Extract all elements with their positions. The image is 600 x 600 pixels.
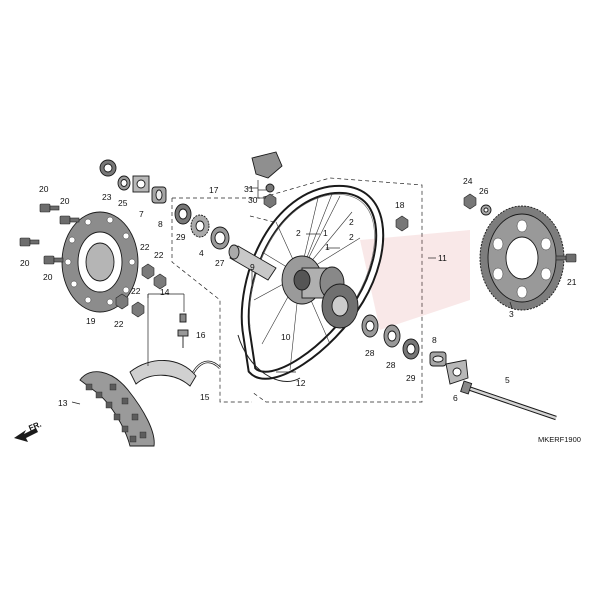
callout-27: 27 [215, 258, 225, 268]
callout-25: 25 [118, 198, 128, 208]
callout-22a: 22 [140, 242, 150, 252]
bearing-23-part [99, 159, 117, 177]
callout-22b: 22 [154, 250, 164, 260]
callout-1b: 1 [325, 242, 330, 252]
callout-2c: 2 [349, 232, 354, 242]
callout-11: 11 [438, 253, 447, 263]
callout-7: 7 [139, 209, 144, 219]
bearing-28-upper-part [361, 314, 379, 338]
hub-sprocket-flange [321, 283, 359, 329]
rim-part [240, 184, 385, 380]
callout-19: 19 [86, 316, 96, 326]
callout-29a: 29 [176, 232, 186, 242]
callout-16: 16 [196, 330, 206, 340]
collar-8-left-part [151, 186, 167, 204]
sprocket-part [479, 205, 565, 311]
callout-28b: 28 [386, 360, 396, 370]
bracket-17-part [251, 151, 283, 209]
callout-23: 23 [102, 192, 112, 202]
callout-10: 10 [281, 332, 291, 342]
watermark-wing [360, 230, 470, 330]
tube-14-part [129, 360, 197, 387]
washer-26-part [480, 204, 492, 216]
bolt-20-group [19, 203, 80, 265]
callout-24: 24 [463, 176, 473, 186]
callout-8b: 8 [432, 335, 437, 345]
callout-1a: 1 [323, 228, 328, 238]
bolt-21-part [555, 253, 577, 263]
callout-20d: 20 [43, 272, 53, 282]
callout-17: 17 [209, 185, 219, 195]
callout-30: 30 [248, 195, 258, 205]
callout-12: 12 [296, 378, 306, 388]
cush-4-part [190, 214, 210, 238]
callout-20b: 20 [60, 196, 70, 206]
diagram-code: MKERF1900 [538, 435, 581, 444]
callout-15: 15 [200, 392, 210, 402]
seal-29-right-part [402, 338, 420, 360]
bearing-28-lower-part [383, 324, 401, 348]
hub-part [281, 255, 345, 305]
nut-18-part [395, 215, 409, 232]
callout-13: 13 [58, 398, 68, 408]
axle-part [460, 380, 557, 421]
seal-29-left-part [174, 203, 192, 225]
tire-band-part [237, 334, 301, 382]
callout-4: 4 [199, 248, 204, 258]
callout-2a: 2 [296, 228, 301, 238]
valve-16-part [177, 313, 189, 348]
callout-6: 6 [453, 393, 458, 403]
seal-25-part [117, 175, 131, 191]
callout-18: 18 [395, 200, 405, 210]
callout-5: 5 [505, 375, 510, 385]
adjuster-6-part [445, 359, 469, 385]
callout-29b: 29 [406, 373, 416, 383]
callout-22d: 22 [114, 319, 124, 329]
leader-lines [71, 180, 513, 405]
spacer-9-part [228, 244, 277, 281]
nut-22-group [115, 263, 167, 318]
callout-22c: 22 [131, 286, 141, 296]
callout-labels: 1 1 2 2 2 3 4 5 6 7 8 8 9 10 11 12 13 14… [20, 176, 577, 408]
callout-20c: 20 [20, 258, 30, 268]
nut-24-part [463, 193, 477, 210]
callout-20a: 20 [39, 184, 49, 194]
callout-28a: 28 [365, 348, 375, 358]
callout-31: 31 [244, 184, 254, 194]
callout-8a: 8 [158, 219, 163, 229]
callout-26: 26 [479, 186, 489, 196]
callout-3: 3 [509, 309, 514, 319]
collar-8-right-part [429, 351, 447, 367]
direction-label: FR. [27, 420, 42, 433]
tire-part [79, 371, 155, 447]
front-direction-arrow-icon: FR. [14, 420, 43, 442]
callout-2b: 2 [349, 217, 354, 227]
bearing-27-part [210, 226, 230, 250]
callout-9: 9 [250, 262, 255, 272]
callout-14: 14 [160, 287, 170, 297]
adjuster-7-part [132, 175, 150, 193]
callout-21: 21 [567, 277, 577, 287]
